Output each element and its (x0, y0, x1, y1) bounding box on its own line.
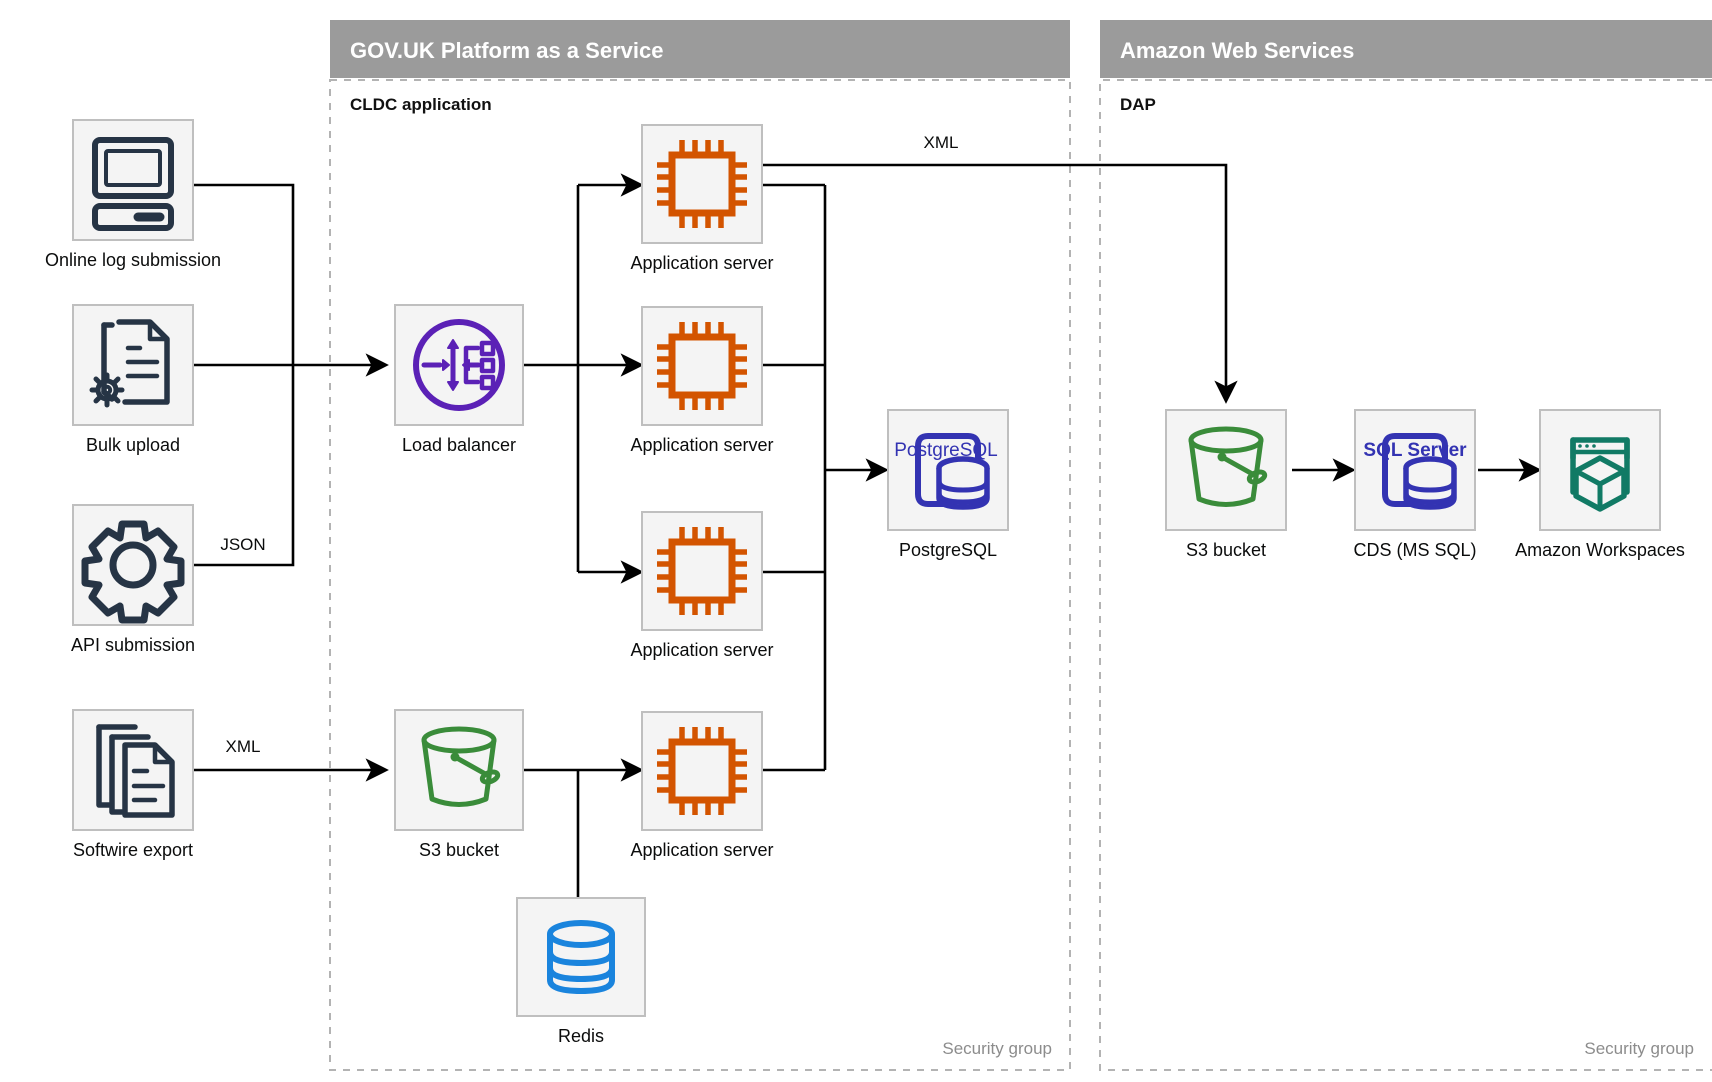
application-server-2-label: Application server (630, 435, 773, 455)
database-cylinder-icon (547, 920, 615, 995)
bucket-icon (1188, 426, 1268, 507)
edge-api-submission-to-bus (193, 365, 295, 567)
zone-aws: Amazon Web Services DAP Security group (1099, 20, 1712, 1071)
zone-aws-header-label: Amazon Web Services (1120, 38, 1354, 63)
redis-label: Redis (558, 1026, 604, 1046)
application-server-1-box (641, 124, 763, 244)
node-cds-ms-sql[interactable]: SQL Server CDS (MS SQL) (1353, 409, 1477, 560)
cpu-chip-icon (657, 727, 747, 815)
edge-label-xml-to-aws: XML (924, 133, 959, 152)
amazon-workspaces-label: Amazon Workspaces (1515, 540, 1685, 560)
node-online-log-submission[interactable]: Online log submission (45, 119, 221, 270)
cpu-chip-icon (657, 527, 747, 615)
aws-s3-bucket-label: S3 bucket (1186, 540, 1266, 560)
desktop-computer-icon (92, 137, 174, 231)
load-balancer-label: Load balancer (402, 435, 516, 455)
cpu-chip-icon (657, 140, 747, 228)
edge-label-json: JSON (220, 535, 265, 554)
application-server-4-label: Application server (630, 840, 773, 860)
node-bulk-upload[interactable]: Bulk upload (72, 304, 194, 455)
zone-aws-boundary (1099, 79, 1712, 1071)
redis-box (516, 897, 646, 1017)
postgresql-label: PostgreSQL (899, 540, 997, 560)
cds-ms-sql-label: CDS (MS SQL) (1353, 540, 1476, 560)
connectors: JSON XML XML (193, 133, 1542, 900)
zone-paas-security-group-label: Security group (942, 1039, 1052, 1058)
zone-paas: GOV.UK Platform as a Service CLDC applic… (329, 20, 1071, 1071)
node-aws-s3-bucket[interactable]: S3 bucket (1165, 409, 1287, 560)
zone-paas-boundary (329, 79, 1071, 1071)
bucket-icon (421, 726, 501, 807)
application-server-4-box (641, 711, 763, 831)
postgresql-icon-text: PostgreSQL (894, 440, 998, 461)
node-redis[interactable]: Redis (516, 897, 646, 1046)
application-server-1-label: Application server (630, 253, 773, 273)
node-application-server-2[interactable]: Application server (630, 306, 774, 455)
zone-aws-security-group-label: Security group (1584, 1039, 1694, 1058)
sql-server-icon: SQL Server (1363, 433, 1467, 510)
sql-server-icon-text: SQL Server (1363, 440, 1467, 461)
node-application-server-4[interactable]: Application server (630, 711, 774, 860)
node-application-server-1[interactable]: Application server (630, 124, 774, 273)
node-api-submission[interactable]: API submission (71, 504, 195, 655)
document-gear-icon (89, 319, 170, 408)
online-log-submission-label: Online log submission (45, 250, 221, 270)
bulk-upload-label: Bulk upload (86, 435, 180, 455)
gear-icon (81, 520, 185, 624)
paas-s3-bucket-label: S3 bucket (419, 840, 499, 860)
edge-label-softwire-xml: XML (226, 737, 261, 756)
application-server-3-box (641, 511, 763, 631)
edge-appserver-1-xml-to-aws-s3 (762, 163, 1238, 404)
postgresql-icon: PostgreSQL (894, 433, 998, 510)
node-load-balancer[interactable]: Load balancer (394, 304, 524, 455)
node-postgresql[interactable]: PostgreSQL PostgreSQL (887, 409, 1009, 560)
api-submission-label: API submission (71, 635, 195, 655)
edge-online-log-to-bus (193, 183, 295, 365)
node-application-server-3[interactable]: Application server (630, 511, 774, 660)
zone-paas-header-band (330, 20, 1070, 78)
bulk-upload-box (72, 304, 194, 426)
zone-paas-header-label: GOV.UK Platform as a Service (350, 38, 663, 63)
softwire-export-label: Softwire export (73, 840, 193, 860)
zone-aws-subtitle: DAP (1120, 95, 1156, 114)
application-server-3-label: Application server (630, 640, 773, 660)
zone-paas-subtitle: CLDC application (350, 95, 492, 114)
cpu-chip-icon (657, 322, 747, 410)
zone-aws-header-band (1100, 20, 1712, 78)
load-balancer-icon (413, 319, 505, 411)
documents-stack-icon (96, 724, 175, 818)
application-server-2-box (641, 306, 763, 426)
node-paas-s3-bucket[interactable]: S3 bucket (394, 709, 524, 860)
amazon-workspaces-icon (1570, 437, 1630, 512)
node-amazon-workspaces[interactable]: Amazon Workspaces (1515, 409, 1685, 560)
node-softwire-export[interactable]: Softwire export (72, 709, 194, 860)
